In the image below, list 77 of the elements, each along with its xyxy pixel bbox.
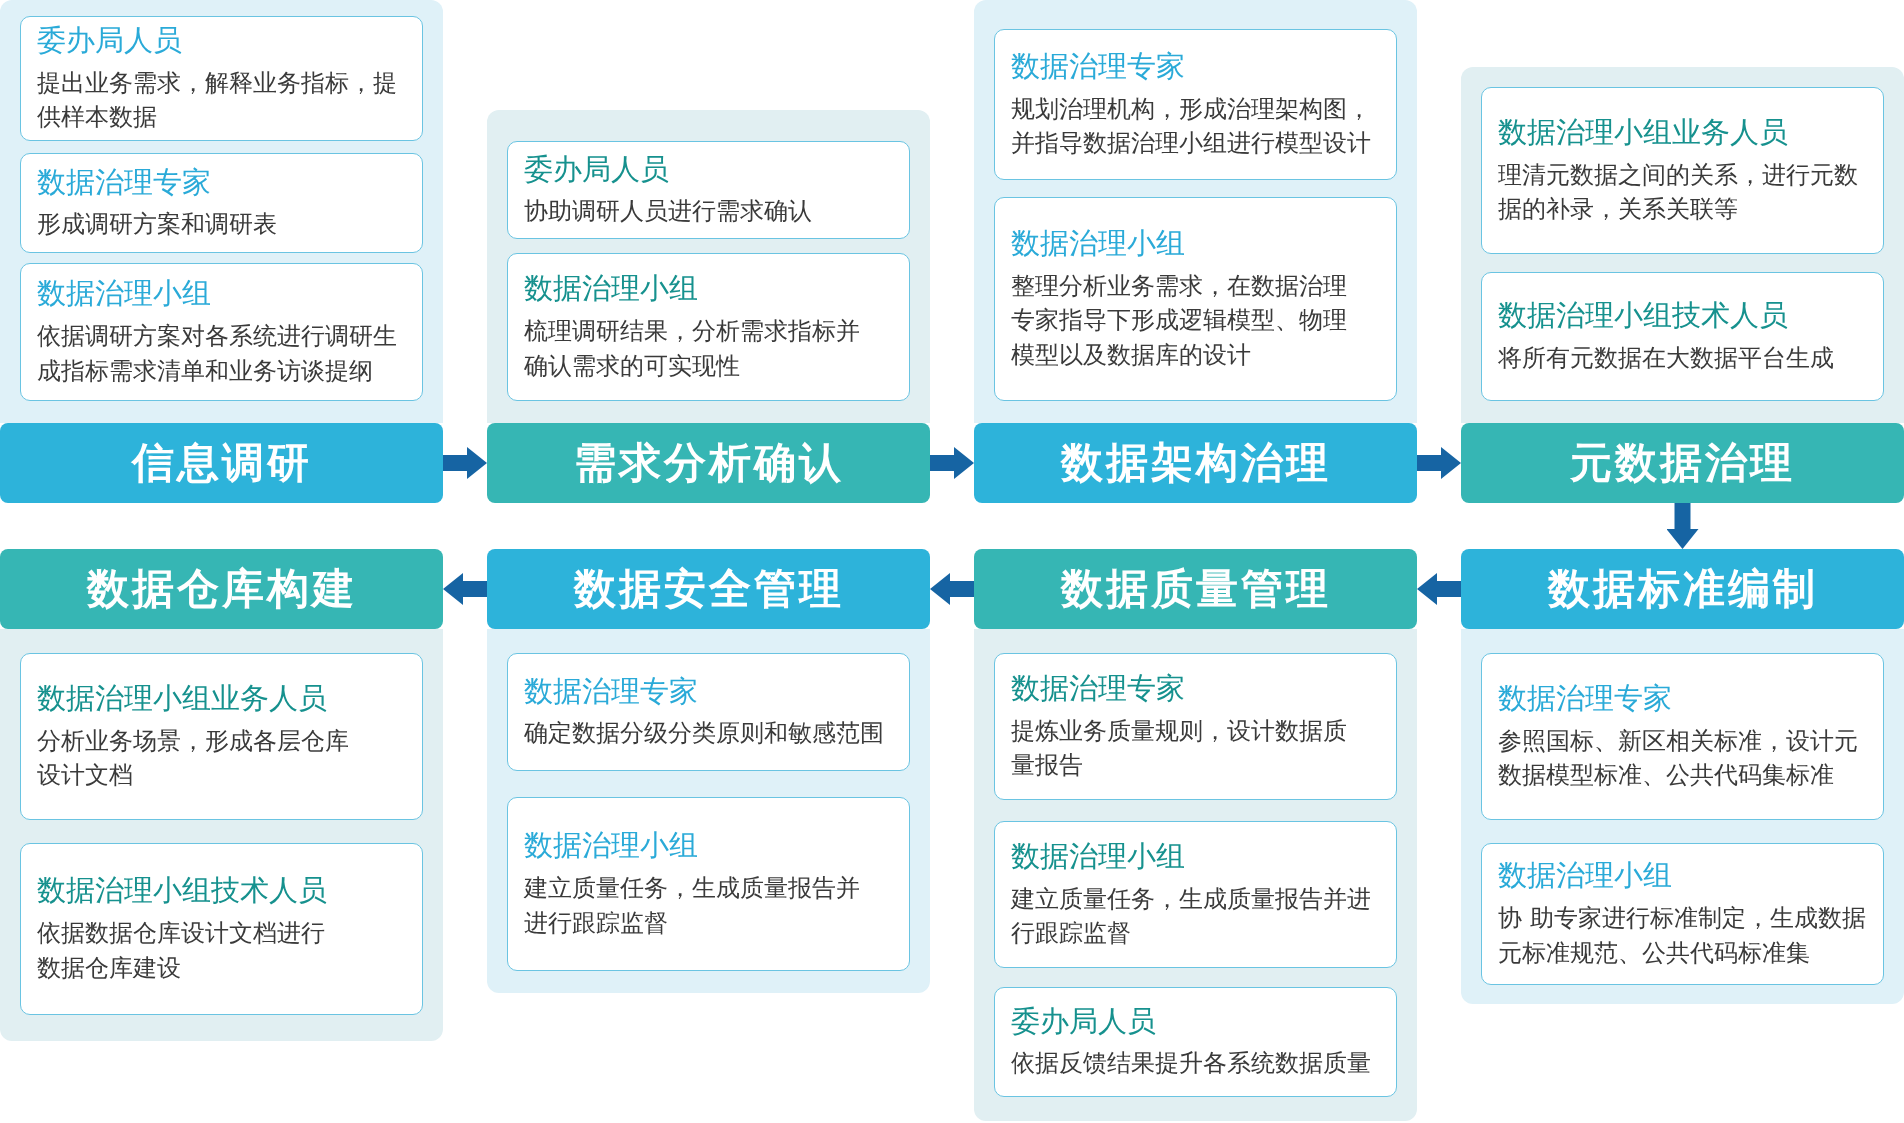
role-title: 数据治理专家 bbox=[37, 163, 211, 201]
column-panel bbox=[1461, 629, 1904, 1004]
role-title: 委办局人员 bbox=[37, 21, 182, 59]
role-card bbox=[507, 653, 910, 771]
task-text: 提出业务需求，解释业务指标，提供样本数据 bbox=[37, 67, 398, 134]
role-title: 数据治理小组业务人员 bbox=[1498, 113, 1788, 151]
task-text: 形成调研方案和调研表 bbox=[37, 209, 277, 241]
task-text: 规划治理机构，形成治理架构图，并指导数据治理小组进行模型设计 bbox=[1011, 93, 1372, 160]
stage-banner: 数据架构治理 bbox=[974, 423, 1417, 503]
column-panel bbox=[0, 629, 443, 1041]
task-text: 参照国标、新区相关标准，设计元数据模型标准、公共代码集标准 bbox=[1498, 725, 1859, 792]
column-panel bbox=[0, 0, 443, 423]
role-title: 数据治理小组 bbox=[1498, 857, 1672, 895]
task-text: 分析业务场景，形成各层仓库设计文档 bbox=[37, 725, 350, 792]
task-text: 协 助专家进行标准制定，生成数据元标准规范、公共代码标准集 bbox=[1498, 903, 1867, 969]
stage-banner: 数据标准编制 bbox=[1461, 549, 1904, 629]
task-text: 整理分析业务需求，在数据治理专家指导下形成逻辑模型、物理模型以及数据库的设计 bbox=[1011, 270, 1348, 372]
role-title: 数据治理小组 bbox=[37, 275, 211, 313]
task-text: 依据数据仓库设计文档进行数据仓库建设 bbox=[37, 918, 326, 984]
role-card bbox=[507, 253, 910, 401]
flow-arrow bbox=[443, 447, 487, 479]
flow-arrow bbox=[443, 573, 487, 605]
column-panel bbox=[487, 110, 930, 423]
task-text: 依据反馈结果提升各系统数据质量 bbox=[1011, 1048, 1371, 1080]
role-title: 数据治理专家 bbox=[524, 672, 698, 710]
role-card bbox=[994, 29, 1397, 180]
role-card bbox=[20, 843, 423, 1015]
role-card bbox=[1481, 843, 1884, 985]
task-text: 确定数据分级分类原则和敏感范围 bbox=[524, 718, 884, 750]
flow-arrow bbox=[930, 447, 974, 479]
role-card bbox=[994, 653, 1397, 800]
role-card bbox=[20, 653, 423, 820]
role-card bbox=[1481, 653, 1884, 820]
column-panel bbox=[1461, 67, 1904, 423]
task-text: 提炼业务质量规则，设计数据质量报告 bbox=[1011, 715, 1348, 782]
task-text: 建立质量任务，生成质量报告并进行跟踪监督 bbox=[1011, 883, 1372, 950]
task-text: 将所有元数据在大数据平台生成 bbox=[1498, 342, 1834, 374]
column-panel bbox=[974, 629, 1417, 1121]
role-card bbox=[20, 153, 423, 253]
role-title: 数据治理小组 bbox=[1011, 837, 1185, 875]
flow-arrow bbox=[930, 573, 974, 605]
role-title: 数据治理小组业务人员 bbox=[37, 679, 327, 717]
flow-arrow bbox=[1666, 503, 1699, 549]
column-panel bbox=[487, 629, 930, 993]
role-title: 数据治理小组 bbox=[1011, 224, 1185, 262]
task-text: 理清元数据之间的关系，进行元数据的补录，关系关联等 bbox=[1498, 159, 1859, 226]
role-card bbox=[507, 141, 910, 239]
role-title: 数据治理小组 bbox=[524, 827, 698, 865]
role-title: 数据治理专家 bbox=[1011, 669, 1185, 707]
flow-arrow bbox=[1417, 447, 1461, 479]
role-card bbox=[20, 16, 423, 141]
stage-banner: 数据仓库构建 bbox=[0, 549, 443, 629]
task-text: 依据调研方案对各系统进行调研生成指标需求清单和业务访谈提纲 bbox=[37, 321, 398, 387]
role-title: 数据治理专家 bbox=[1498, 679, 1672, 717]
stage-banner: 需求分析确认 bbox=[487, 423, 930, 503]
role-card bbox=[994, 987, 1397, 1097]
role-card bbox=[1481, 272, 1884, 401]
role-card bbox=[1481, 87, 1884, 254]
role-title: 数据治理小组技术人员 bbox=[37, 872, 327, 910]
task-text: 协助调研人员进行需求确认 bbox=[524, 196, 812, 228]
flow-arrow bbox=[1417, 573, 1461, 605]
role-card bbox=[507, 797, 910, 971]
role-title: 数据治理小组技术人员 bbox=[1498, 297, 1788, 335]
stage-banner: 数据安全管理 bbox=[487, 549, 930, 629]
stage-banner: 信息调研 bbox=[0, 423, 443, 503]
task-text: 建立质量任务，生成质量报告并进行跟踪监督 bbox=[524, 873, 861, 939]
role-card bbox=[994, 197, 1397, 401]
column-panel bbox=[974, 0, 1417, 423]
role-title: 委办局人员 bbox=[1011, 1002, 1156, 1040]
role-title: 委办局人员 bbox=[524, 150, 669, 188]
role-card bbox=[20, 263, 423, 401]
stage-banner: 元数据治理 bbox=[1461, 423, 1904, 503]
role-title: 数据治理专家 bbox=[1011, 47, 1185, 85]
stage-banner: 数据质量管理 bbox=[974, 549, 1417, 629]
role-title: 数据治理小组 bbox=[524, 270, 698, 308]
role-card bbox=[994, 821, 1397, 968]
task-text: 梳理调研结果，分析需求指标并确认需求的可实现性 bbox=[524, 316, 861, 382]
